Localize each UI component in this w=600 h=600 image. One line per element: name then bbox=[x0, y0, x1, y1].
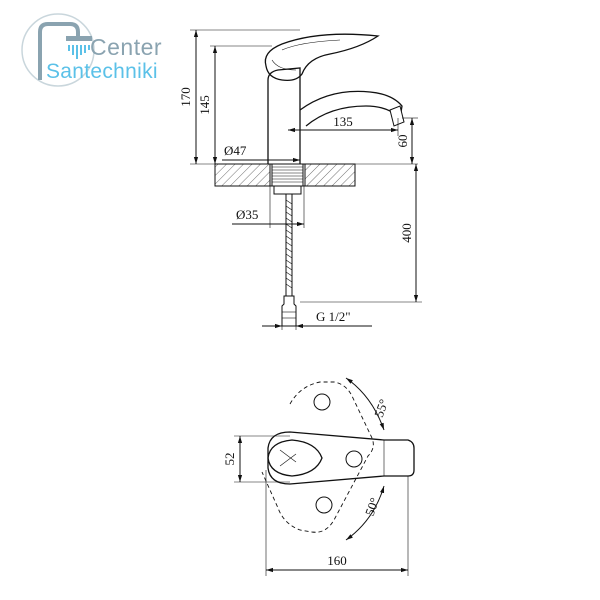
brand-name-line2: Santechniki bbox=[46, 60, 158, 83]
side-view: 170 145 135 60 Ø47 Ø35 400 G 1/2" bbox=[178, 29, 422, 330]
angle-label-lower: 50° bbox=[362, 496, 382, 518]
dim-label-length: 160 bbox=[327, 553, 347, 568]
base-outline bbox=[261, 381, 374, 533]
dim-label-height-total: 170 bbox=[178, 87, 193, 107]
angle-label-upper: 55° bbox=[371, 397, 391, 419]
dim-label-base-diameter: Ø47 bbox=[224, 143, 247, 158]
dim-label-thread: G 1/2" bbox=[316, 309, 351, 324]
supply-hose bbox=[281, 194, 297, 327]
faucet-body bbox=[264, 33, 405, 164]
top-view: 55° 50° 52 160 bbox=[222, 377, 415, 576]
mounting-nut bbox=[271, 163, 304, 195]
dim-label-hole-diameter: Ø35 bbox=[236, 207, 258, 222]
dim-label-spout-clearance: 60 bbox=[395, 135, 410, 148]
dim-label-height-spout: 145 bbox=[197, 95, 212, 115]
angle-arc-lower bbox=[345, 485, 385, 541]
angle-arc-upper bbox=[345, 377, 385, 431]
brand-name-line1: Center bbox=[90, 34, 163, 60]
dim-label-hose-length: 400 bbox=[399, 223, 414, 243]
faucet-top-body bbox=[267, 431, 415, 485]
shower-head-icon bbox=[21, 13, 95, 87]
dim-label-width: 52 bbox=[222, 453, 237, 466]
dim-label-spout-reach: 135 bbox=[333, 114, 353, 129]
brand-logo: Center Santechniki bbox=[18, 8, 178, 88]
